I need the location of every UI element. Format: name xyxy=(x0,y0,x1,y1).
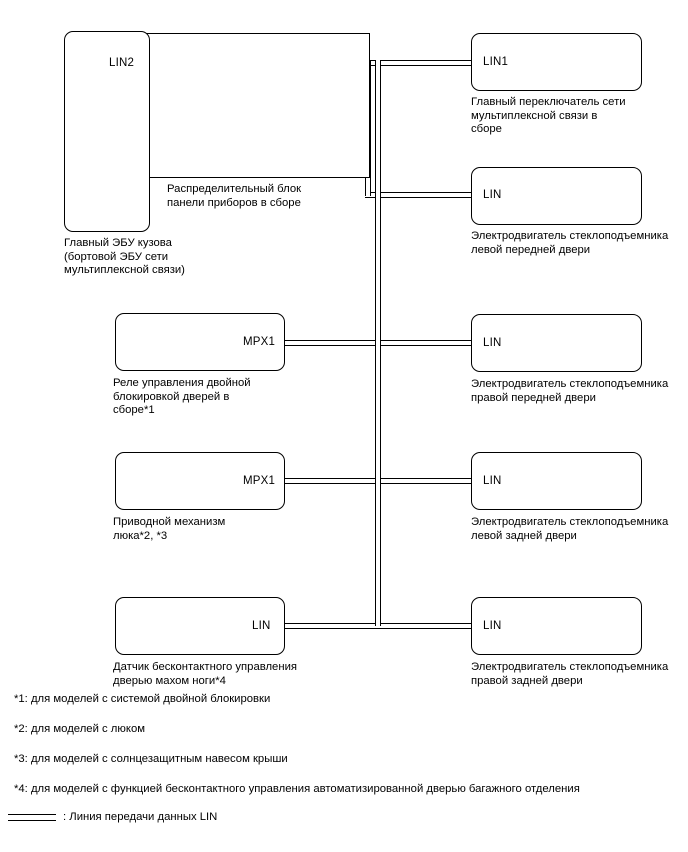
box-power-window-motor-rl[interactable] xyxy=(471,452,642,510)
box-multiplex-main-switch[interactable] xyxy=(471,33,642,91)
box-double-lock-relay[interactable] xyxy=(115,313,285,371)
port-body-ecu-lin2: LIN2 xyxy=(109,57,135,69)
bus-junction-fr xyxy=(376,341,380,345)
caption-power-window-motor-rr: Электродвигатель стеклоподъемника правой… xyxy=(471,661,669,687)
caption-power-window-motor-fl: Электродвигатель стеклоподъемника левой … xyxy=(471,230,669,256)
port-power-window-motor-fl-lin: LIN xyxy=(483,189,502,201)
bus-junction-rr xyxy=(376,624,380,628)
footnote-1: *1: для моделей с системой двойной блоки… xyxy=(14,693,271,705)
box-body-ecu[interactable] xyxy=(64,31,150,232)
caption-power-window-motor-rl: Электродвигатель стеклоподъемника левой … xyxy=(471,516,669,542)
footnotes-list: *1: для моделей с системой двойной блоки… xyxy=(14,692,674,812)
port-multiplex-main-switch-lin1: LIN1 xyxy=(483,56,509,68)
box-sunroof-drive[interactable] xyxy=(115,452,285,510)
bus-branch-motor-rl xyxy=(284,478,478,484)
caption-body-ecu: Главный ЭБУ кузова (бортовой ЭБУ сети му… xyxy=(64,237,185,277)
caption-double-lock-relay: Реле управления двойной блокировкой двер… xyxy=(113,377,251,417)
footnote-4: *4: для моделей с функцией бесконтактног… xyxy=(14,783,580,795)
caption-sunroof-drive: Приводной механизм люка*2, *3 xyxy=(113,516,226,542)
port-power-window-motor-fr-lin: LIN xyxy=(483,337,502,349)
bus-branch-motor-fr xyxy=(284,340,478,346)
port-kick-sensor-lin: LIN xyxy=(252,620,271,632)
port-power-window-motor-rl-lin: LIN xyxy=(483,475,502,487)
box-power-window-motor-fr[interactable] xyxy=(471,314,642,372)
port-power-window-motor-rr-lin: LIN xyxy=(483,620,502,632)
caption-kick-sensor: Датчик бесконтактного управления дверью … xyxy=(113,661,298,687)
footnote-2: *2: для моделей с люком xyxy=(14,723,145,735)
bus-branch-motor-rr xyxy=(284,623,478,629)
port-sunroof-drive-mpx1: MPX1 xyxy=(243,475,276,487)
legend: : Линия передачи данных LIN xyxy=(8,810,217,824)
box-power-window-motor-rr[interactable] xyxy=(471,597,642,655)
caption-multiplex-main-switch: Главный переключатель сети мультиплексно… xyxy=(471,96,626,136)
footnote-3: *3: для моделей с солнцезащитным навесом… xyxy=(14,753,288,765)
caption-power-window-motor-fr: Электродвигатель стеклоподъемника правой… xyxy=(471,378,669,404)
caption-junction-block: Распределительный блок панели приборов в… xyxy=(167,183,302,209)
bus-junction-fl xyxy=(366,193,370,197)
legend-lin-line-label: : Линия передачи данных LIN xyxy=(63,811,218,823)
bus-junction-fl-right xyxy=(376,193,380,197)
box-power-window-motor-fl[interactable] xyxy=(471,167,642,225)
legend-lin-line-swatch xyxy=(8,813,56,821)
bus-branch-motor-fl xyxy=(365,192,478,198)
bus-junction-rl xyxy=(376,479,380,483)
port-double-lock-relay-mpx1: MPX1 xyxy=(243,336,276,348)
box-kick-sensor[interactable] xyxy=(115,597,285,655)
bus-junction-top-right xyxy=(376,61,380,67)
